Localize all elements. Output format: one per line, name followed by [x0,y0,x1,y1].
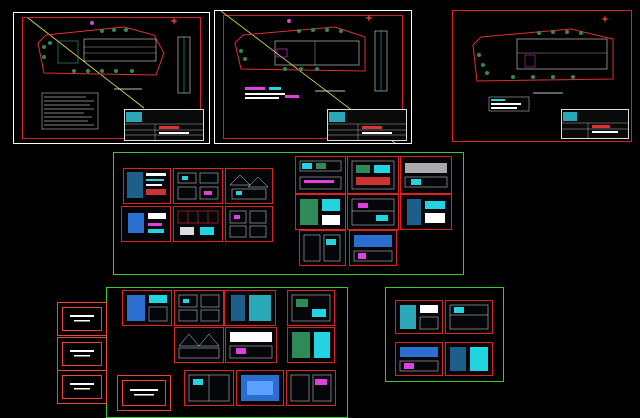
drawing-thumbnail[interactable] [400,194,452,230]
drawing-thumbnail[interactable] [236,370,284,406]
title-block-2 [327,109,407,141]
drawing-thumbnail[interactable] [173,206,223,242]
drawing-group-middle[interactable] [113,152,464,275]
drawing-thumbnail[interactable] [123,168,171,204]
drawing-thumbnail[interactable] [295,156,346,194]
cover-sheet-2[interactable] [57,337,107,371]
drawing-thumbnail[interactable] [445,300,493,334]
cover-sheet-3[interactable] [57,370,107,404]
drawing-sheet-2[interactable] [214,10,412,144]
drawing-thumbnail[interactable] [225,168,273,204]
drawing-thumbnail[interactable] [122,290,172,326]
drawing-thumbnail[interactable] [347,156,399,194]
drawing-thumbnail[interactable] [121,206,171,242]
drawing-thumbnail[interactable] [295,194,346,230]
cover-sheet-1[interactable] [57,302,107,336]
drawing-thumbnail[interactable] [445,342,493,376]
compass-rose-icon [170,17,178,25]
drawing-thumbnail[interactable] [173,168,223,204]
drawing-sheet-3[interactable] [452,10,632,142]
drawing-thumbnail[interactable] [347,194,399,230]
drawing-thumbnail[interactable] [174,327,224,363]
floor-plan-drawing-3 [472,28,614,112]
drawing-thumbnail[interactable] [174,290,224,326]
compass-rose-icon [601,15,609,23]
title-block-3 [561,109,629,139]
compass-rose-icon [365,14,373,22]
title-block-1 [124,109,204,141]
drawing-thumbnail[interactable] [287,327,335,363]
drawing-thumbnail[interactable] [286,370,336,406]
floor-plan-drawing-2 [220,11,396,144]
drawing-thumbnail[interactable] [224,290,276,326]
drawing-thumbnail[interactable] [395,300,443,334]
drawing-thumbnail[interactable] [395,342,443,376]
drawing-sheet-1[interactable] [13,12,210,144]
drawing-thumbnail[interactable] [287,290,335,326]
drawing-group-bottom-right[interactable] [385,287,504,382]
cover-sheet-4[interactable] [117,375,171,411]
drawing-thumbnail[interactable] [184,370,234,406]
drawing-thumbnail[interactable] [400,156,452,194]
drawing-thumbnail[interactable] [349,230,397,266]
site-plan-drawing-1 [27,17,191,130]
drawing-thumbnail[interactable] [225,206,273,242]
drawing-thumbnail[interactable] [225,327,277,363]
drawing-thumbnail[interactable] [299,230,346,266]
